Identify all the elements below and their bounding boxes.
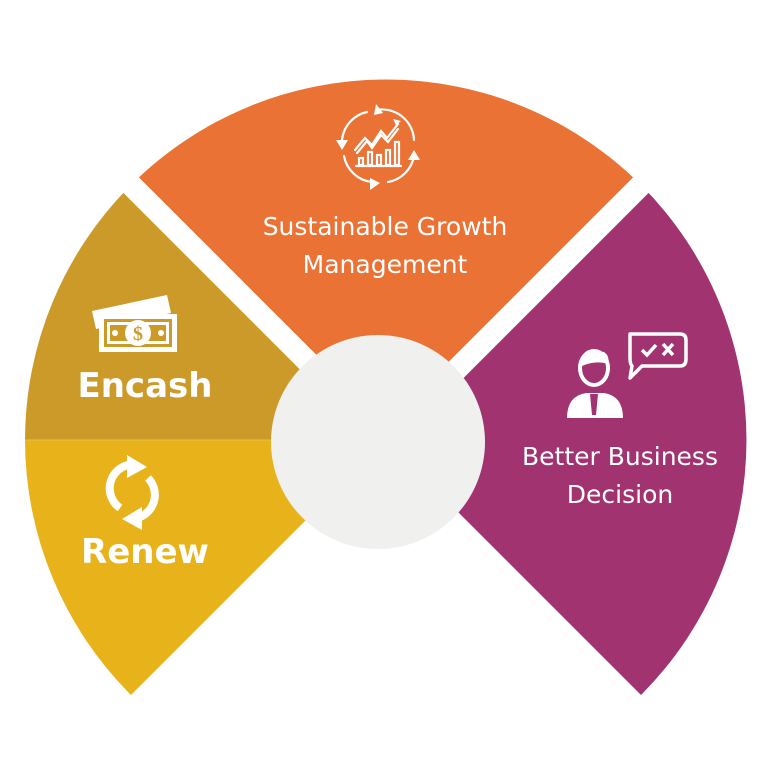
refresh-arrowheads — [122, 455, 147, 530]
label-better-business-decision: Better Business Decision — [490, 438, 750, 514]
label-encash: Encash — [77, 366, 213, 406]
growth-cycle-chart-icon — [340, 108, 416, 184]
money-bills-icon: $ — [92, 295, 177, 352]
businessman-decision-icon — [567, 332, 688, 418]
segment-better-business-decision — [386, 185, 747, 695]
label-sustainable-growth: Sustainable Growth Management — [200, 208, 570, 284]
label-renew: Renew — [81, 532, 209, 572]
dollar-sign: $ — [133, 323, 143, 345]
label-line-1: Sustainable Growth — [262, 212, 508, 241]
label-line-1: Better Business — [522, 442, 718, 471]
center-circle — [271, 335, 485, 549]
growth-arrowheads — [336, 104, 420, 190]
refresh-arrows-icon — [105, 461, 159, 521]
segment-sustainable-growth — [131, 79, 641, 440]
label-line-2: Management — [302, 250, 468, 279]
label-line-2: Decision — [566, 480, 674, 509]
